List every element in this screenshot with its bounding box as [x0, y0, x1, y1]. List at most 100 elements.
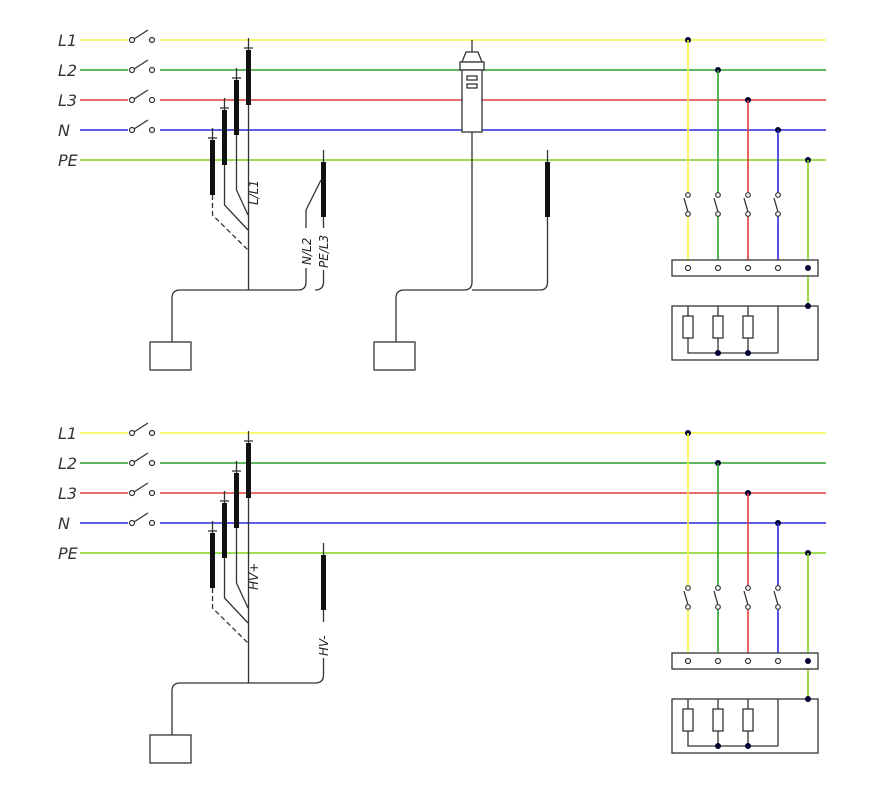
cable-to-meter: [171, 658, 325, 735]
blade: [713, 197, 719, 213]
switches-b: [128, 422, 156, 527]
gap: [714, 586, 722, 608]
switch-contact: [148, 66, 156, 74]
probe-l3: [222, 503, 227, 558]
probe-label-hv-plus: HV+: [247, 563, 261, 590]
probe-lead: [235, 135, 249, 216]
probe-label-l-l1: L/L1: [247, 180, 261, 205]
probe-lead: [305, 179, 322, 228]
switch-contact: [128, 66, 136, 74]
tester-probe: [545, 162, 550, 217]
terminal: [744, 264, 752, 272]
breaker-contacts-b: [683, 585, 782, 610]
phase-label-n-b: N: [58, 514, 70, 533]
switch-blade: [133, 59, 149, 70]
meter-box-a2: [373, 341, 416, 371]
junction-dot: [745, 350, 751, 356]
tester-head: [461, 51, 483, 63]
switch-blade: [133, 422, 149, 433]
junction-dot: [805, 303, 811, 309]
probe-hv-minus: [321, 555, 326, 610]
resistor: [742, 708, 754, 732]
contact: [775, 604, 781, 610]
probe-bundle-b: HV+: [208, 431, 261, 683]
switch-contact: [128, 36, 136, 44]
contact: [715, 604, 721, 610]
contact: [745, 192, 751, 198]
contact: [745, 211, 751, 217]
resistor: [742, 315, 754, 339]
terminal: [714, 657, 722, 665]
contact: [715, 192, 721, 198]
diagram-b: L1 L2 L3 N PE: [58, 422, 826, 764]
probe-n: [210, 140, 215, 195]
contact: [775, 192, 781, 198]
probe-n: [210, 533, 215, 588]
probe-label-hv-minus: HV-: [317, 635, 331, 656]
terminal: [714, 264, 722, 272]
switch-blade: [133, 512, 149, 523]
contact: [685, 585, 691, 591]
probe-l1: [246, 443, 251, 498]
resistor: [712, 315, 724, 339]
probe-label-n-l2: N/L2: [300, 238, 314, 265]
gap: [744, 586, 752, 608]
contact: [745, 585, 751, 591]
switch-blade: [133, 452, 149, 463]
blade: [743, 197, 749, 213]
gap: [684, 193, 692, 215]
tester-cable: [395, 281, 473, 342]
contact: [775, 585, 781, 591]
switch-contact: [148, 126, 156, 134]
tester-window: [466, 75, 478, 81]
gap: [714, 193, 722, 215]
phase-label-l3-a: L3: [58, 91, 77, 110]
probe-l2: [234, 473, 239, 528]
junction-dot: [805, 696, 811, 702]
phase-label-l1-a: L1: [58, 31, 77, 50]
terminal: [684, 264, 692, 272]
switch-contact: [128, 459, 136, 467]
junction-dot: [715, 350, 721, 356]
meter-box-a1: [149, 341, 192, 371]
probe-single-b: HV-: [171, 543, 331, 735]
junction-dot: [715, 743, 721, 749]
gap: [774, 193, 782, 215]
breaker-contacts-a: [683, 192, 782, 217]
phase-label-pe-b: PE: [58, 544, 79, 563]
junction-dot: [745, 743, 751, 749]
probe-l2: [234, 80, 239, 135]
load-section-b: [671, 430, 819, 754]
terminal-pe: [805, 658, 811, 664]
phase-label-l2-b: L2: [58, 454, 77, 473]
switch-contact: [148, 36, 156, 44]
contact: [715, 585, 721, 591]
resistor: [682, 708, 694, 732]
switch-contact: [128, 96, 136, 104]
resistor: [712, 708, 724, 732]
cable-to-meter: [314, 270, 325, 291]
switch-contact: [148, 489, 156, 497]
contact: [715, 211, 721, 217]
phase-label-l1-b: L1: [58, 424, 77, 443]
switch-contact: [128, 519, 136, 527]
probe-bundle-a: L/L1: [208, 38, 261, 290]
phase-label-l2-a: L2: [58, 61, 77, 80]
resistor: [682, 315, 694, 339]
diagram-a: L1 L2 L3 N PE: [58, 29, 826, 371]
probe-l1: [246, 50, 251, 105]
probe-pair-a: N/L2 PE/L3: [171, 150, 331, 342]
switch-contact: [148, 459, 156, 467]
terminal-pe: [805, 265, 811, 271]
cable-to-meter: [171, 268, 307, 342]
contact: [685, 604, 691, 610]
blade: [713, 590, 719, 606]
switch-blade: [133, 119, 149, 130]
switch-contact: [148, 519, 156, 527]
phase-label-pe-a: PE: [58, 151, 79, 170]
terminal: [774, 657, 782, 665]
voltage-tester-a: [395, 40, 550, 342]
gap: [744, 193, 752, 215]
